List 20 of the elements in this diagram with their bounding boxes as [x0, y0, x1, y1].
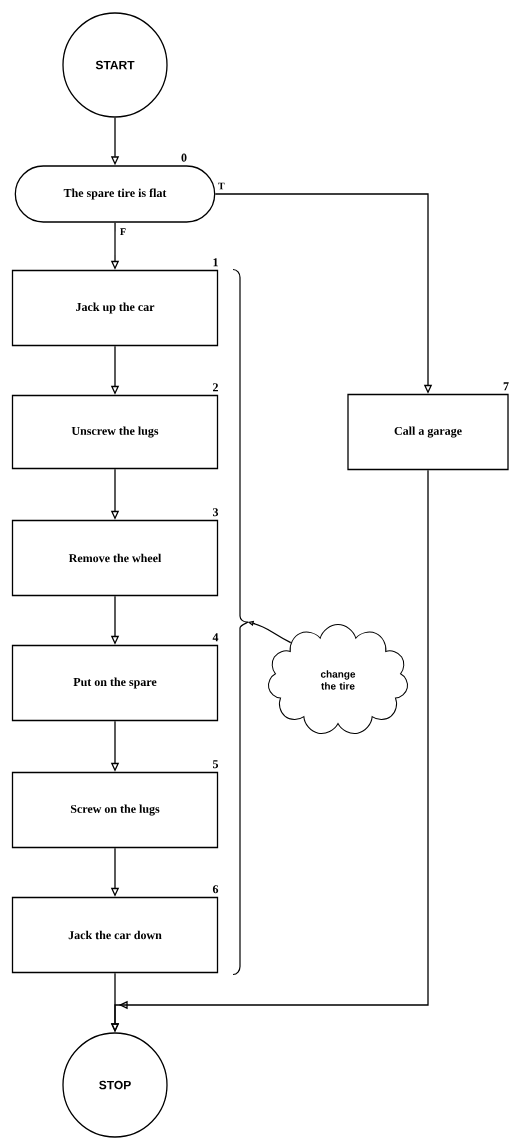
step-number: 7 — [503, 382, 509, 391]
process-box: Remove the wheel — [11, 519, 219, 597]
step-number: 4 — [212, 633, 219, 642]
edge-label: T — [218, 182, 225, 190]
callout-cloud: change the tire — [268, 624, 408, 734]
step-number: 2 — [213, 383, 218, 392]
decision-box: The spare tire is flat — [14, 165, 216, 223]
step-number: 6 — [212, 885, 219, 894]
process-box: Call a garage — [347, 393, 509, 471]
process-box: Jack up the car — [11, 269, 219, 347]
step-number: 1 — [213, 258, 218, 267]
process-box: Unscrew the lugs — [11, 394, 219, 470]
process-box: Screw on the lugs — [11, 771, 219, 849]
process-box: Put on the spare — [11, 644, 219, 722]
step-number: 0 — [181, 153, 187, 162]
edge-label: F — [120, 228, 126, 235]
step-number: 3 — [212, 508, 219, 517]
bracket — [232, 268, 249, 976]
step-number: 5 — [213, 760, 219, 769]
process-box: Jack the car down — [11, 896, 219, 974]
